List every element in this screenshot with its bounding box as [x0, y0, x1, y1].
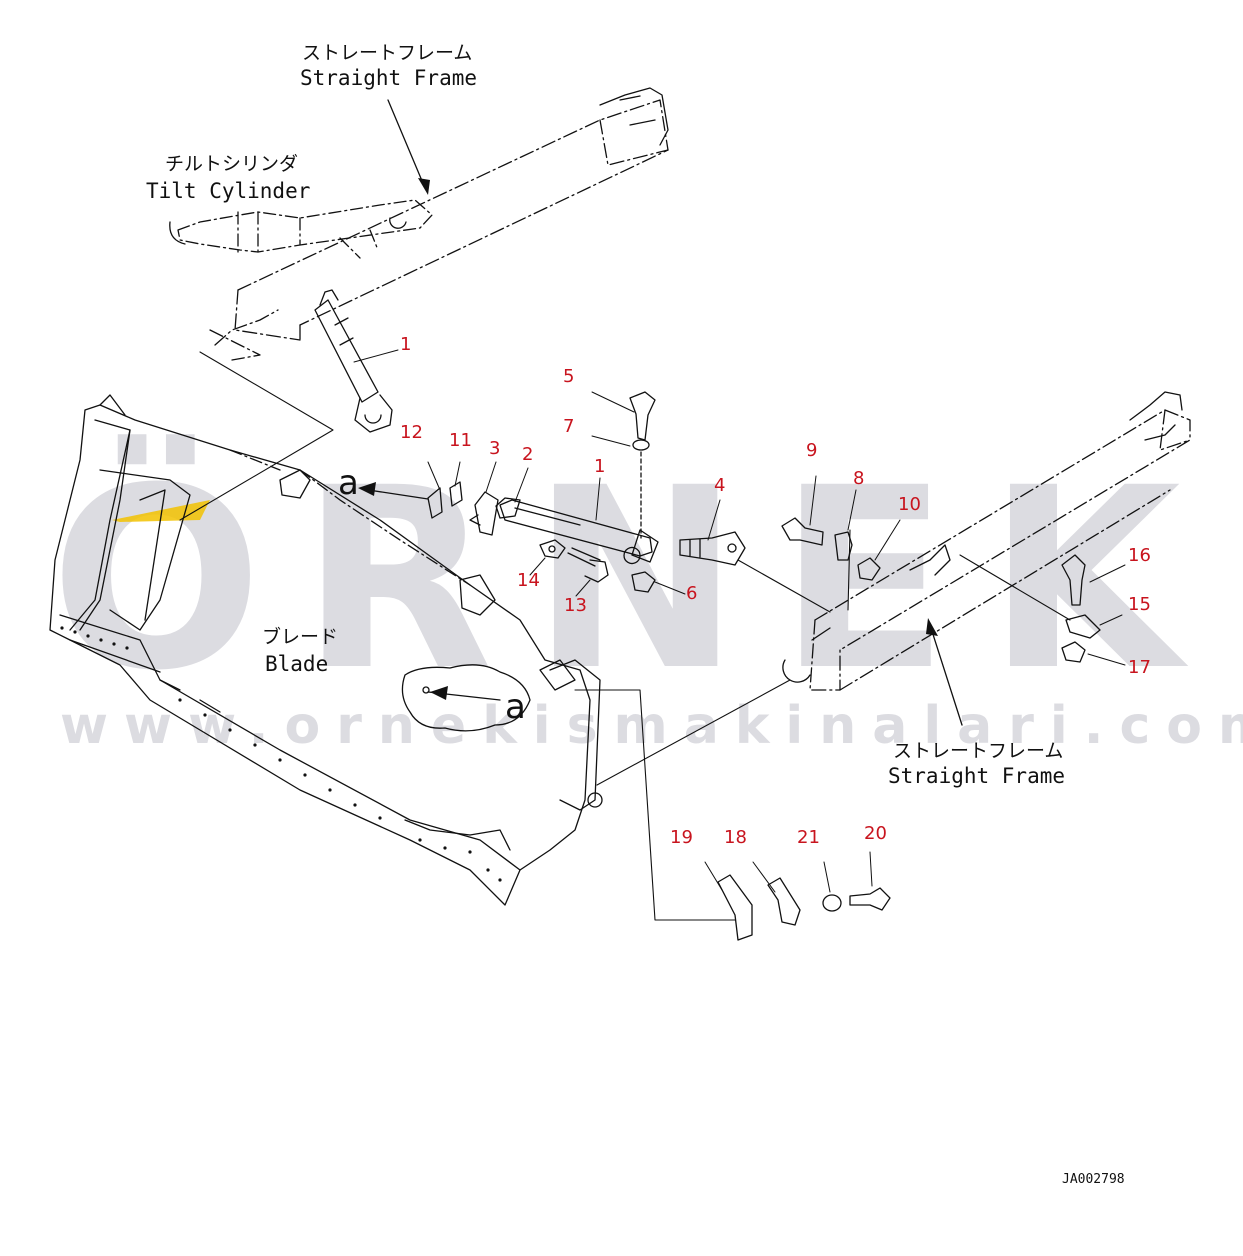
part-17-nut	[1061, 641, 1086, 663]
part-14-washer	[539, 539, 566, 559]
part-10-nut	[857, 557, 881, 581]
upper-frame-end-lugs	[599, 87, 669, 146]
blade-bolt-holes	[60, 626, 502, 882]
callout-5: 5	[563, 366, 575, 387]
arrow-heads	[358, 178, 938, 700]
middle-brace	[499, 499, 659, 565]
callout-18: 18	[724, 827, 747, 848]
part-2-trunnion	[495, 497, 521, 519]
callout-14: 14	[517, 570, 540, 591]
callout-16: 16	[1128, 545, 1151, 566]
view-marker-a-blade: a	[505, 687, 526, 727]
view-a-window	[401, 664, 531, 732]
right-frame-label-en: Straight Frame	[888, 764, 1066, 788]
document-id: JA002798	[1062, 1172, 1125, 1187]
right-frame-end	[1129, 391, 1183, 441]
callout-20: 20	[864, 823, 887, 844]
part-19-plate	[717, 874, 753, 941]
callout-15: 15	[1128, 594, 1151, 615]
watermark-logo: ÖRNEK	[50, 434, 1219, 725]
part-6-nut	[631, 571, 656, 593]
callout-17: 17	[1128, 657, 1151, 678]
callout-10: 10	[898, 494, 921, 515]
callout-19: 19	[670, 827, 693, 848]
callout-21: 21	[797, 827, 820, 848]
tilt-cylinder-label-jp: チルトシリンダ	[165, 153, 299, 175]
right-straight-frame	[809, 409, 1191, 691]
lower-leader-line	[574, 689, 736, 921]
callout-4: 4	[714, 475, 726, 496]
view-marker-a-left: a	[338, 463, 359, 503]
upper-straight-frame	[209, 99, 669, 361]
tilt-cylinder	[177, 199, 433, 259]
part-21-washer	[822, 894, 842, 912]
right-frame-bracket	[782, 544, 951, 683]
right-frame-label-jp: ストレートフレーム	[893, 740, 1064, 762]
right-leader-lines	[737, 529, 1071, 621]
callout-2: 2	[522, 444, 534, 465]
callout-9: 9	[806, 440, 818, 461]
part-4-rod-end	[679, 531, 746, 566]
blade-body	[49, 394, 591, 906]
callout-leaders	[353, 349, 1126, 893]
callout-8: 8	[853, 468, 865, 489]
blade-bracket	[549, 659, 601, 811]
callout-13: 13	[564, 595, 587, 616]
part-12-clip	[427, 487, 443, 519]
frame-leader-line	[596, 679, 791, 786]
view-a-pin-hole	[422, 686, 430, 694]
upper-brace-cylinder	[314, 289, 393, 433]
part-3-yoke	[469, 491, 499, 536]
part-9-bolt	[781, 517, 824, 546]
part-11-clip	[449, 481, 463, 507]
part-15-pin	[1065, 614, 1101, 639]
blade-bracket-pin	[587, 792, 603, 808]
callout-3: 3	[489, 438, 501, 459]
callout-1-top: 1	[400, 334, 412, 355]
tilt-cylinder-label-en: Tilt Cylinder	[146, 179, 311, 203]
upper-frame-label-en: Straight Frame	[300, 66, 478, 90]
tilt-cylinder-rod-end	[169, 217, 407, 245]
part-8-pin	[834, 531, 853, 561]
upper-frame-label-jp: ストレートフレーム	[302, 42, 473, 64]
part-13-bolt	[567, 547, 609, 583]
callout-12: 12	[400, 422, 423, 443]
callout-1: 1	[594, 456, 606, 477]
part-18-plate	[767, 877, 801, 926]
blade-label-en: Blade	[265, 652, 329, 676]
upper-leader-line	[179, 351, 334, 521]
callout-6: 6	[686, 583, 698, 604]
watermark-url: www.ornekismakinalari.com.tr	[60, 696, 1243, 756]
part-20-bolt	[849, 887, 891, 911]
blade-label-jp: ブレード	[262, 626, 339, 648]
callout-7: 7	[563, 416, 575, 437]
part-16-bolt	[1061, 554, 1086, 606]
part-5-bolt	[629, 391, 656, 441]
callout-11: 11	[449, 430, 472, 451]
part-7-washer	[632, 439, 650, 451]
